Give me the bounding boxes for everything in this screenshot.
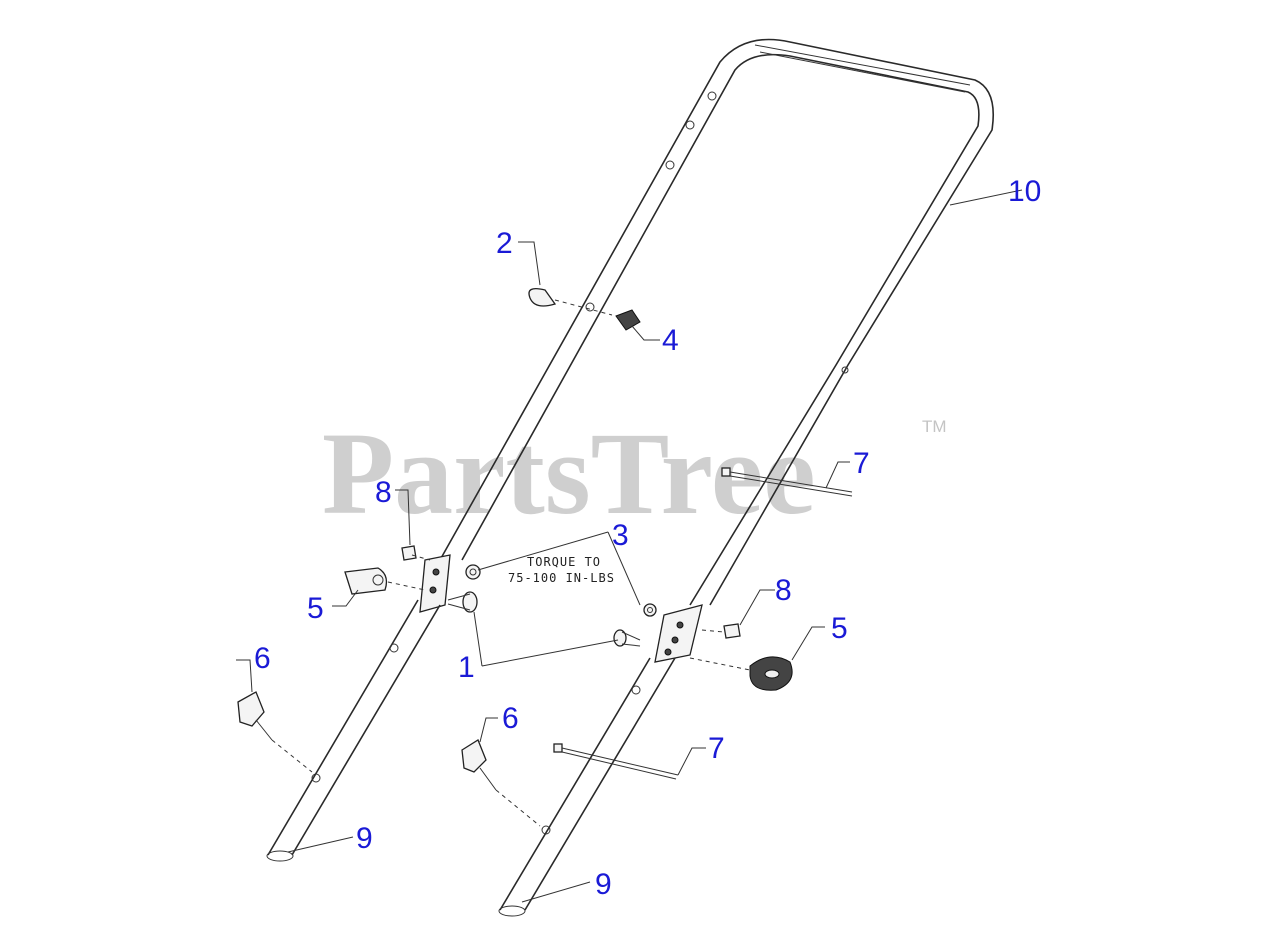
knob-left	[344, 567, 426, 595]
lower-handle-left	[266, 554, 451, 862]
callout-4[interactable]: 4	[662, 324, 679, 357]
upper-handle	[439, 38, 994, 606]
bolt-left	[401, 545, 431, 561]
torque-note-line2: 75-100 IN-LBS	[508, 571, 615, 585]
callout-6-right[interactable]: 6	[502, 702, 519, 735]
callout-2[interactable]: 2	[496, 227, 513, 260]
callout-7-lower[interactable]: 7	[708, 732, 725, 765]
cable-tie-lower	[553, 743, 679, 780]
nut-right	[643, 603, 657, 617]
cable-guide	[528, 287, 613, 316]
torque-note: TORQUE TO 75-100 IN-LBS	[508, 555, 615, 585]
cable-tie-upper	[721, 467, 853, 497]
handle-knob-left	[237, 691, 313, 773]
callout-8-left[interactable]: 8	[375, 476, 392, 509]
watermark-brand: PartsTree	[322, 408, 816, 539]
callout-5-right[interactable]: 5	[831, 612, 848, 645]
watermark-trademark: TM	[922, 417, 947, 436]
knob-right	[689, 656, 793, 691]
callout-1[interactable]: 1	[458, 651, 475, 684]
callout-5-left[interactable]: 5	[307, 592, 324, 625]
lower-handle-right	[498, 604, 703, 917]
callout-9-left[interactable]: 9	[356, 822, 373, 855]
callout-7-upper[interactable]: 7	[853, 447, 870, 480]
callout-6-left[interactable]: 6	[254, 642, 271, 675]
carriage-bolt-right	[613, 629, 641, 647]
bolt-right	[701, 623, 741, 639]
callout-3[interactable]: 3	[612, 519, 629, 552]
leader-lines	[236, 189, 1023, 903]
handle-knob-right	[461, 739, 541, 827]
carriage-bolt-left	[447, 591, 478, 613]
torque-note-line1: TORQUE TO	[527, 555, 601, 569]
callout-8-right[interactable]: 8	[775, 574, 792, 607]
nut-left	[465, 564, 481, 580]
callout-9-right[interactable]: 9	[595, 868, 612, 901]
callouts: 10 2 4 7 8 3 5 8 5 1 6 6 7 9 9	[254, 175, 1041, 901]
cable-clip	[615, 309, 641, 331]
watermark: PartsTree TM	[322, 408, 947, 539]
callout-10[interactable]: 10	[1008, 175, 1041, 208]
